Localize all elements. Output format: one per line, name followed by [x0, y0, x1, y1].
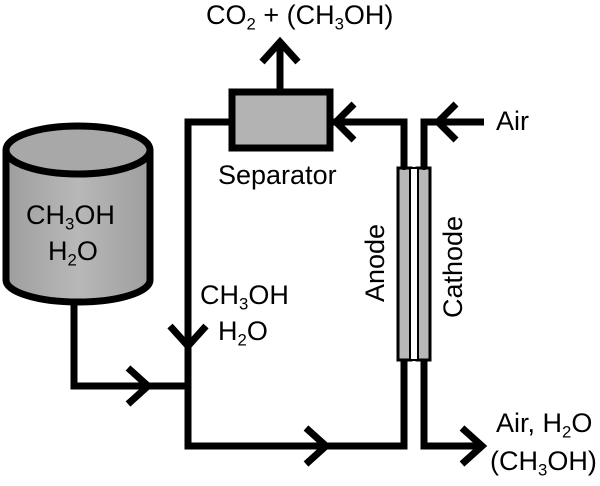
separator-inlet-arrow [331, 101, 357, 143]
anode-return-pipe [330, 118, 408, 168]
vent-arrow [259, 36, 301, 65]
separator-label: Separator [218, 160, 337, 190]
anode-label: Anode [360, 223, 390, 303]
fuel-cell-stack [396, 158, 432, 362]
feed-down-arrow [167, 323, 209, 352]
tank-contents-line2: H2O [48, 236, 98, 270]
methanol-tank [2, 122, 154, 306]
air-inlet-label: Air [496, 106, 529, 136]
air-inlet-arrow [433, 101, 459, 143]
cathode-exhaust-pipe [420, 360, 482, 450]
bottom-flow-arrow [303, 425, 332, 467]
exhaust-arrow [459, 425, 488, 467]
flow-arrows [125, 36, 488, 467]
exhaust-label-line2: (CH3OH) [490, 446, 597, 480]
tank-feed-arrow [125, 365, 154, 407]
air-inlet-pipe [420, 118, 484, 168]
separator-box [228, 88, 334, 152]
membrane [409, 167, 419, 361]
feed-label-line1: CH3OH [200, 280, 289, 314]
vent-output-label: CO2 + (CH3OH) [206, 0, 394, 34]
recirculation-loop-pipe [184, 118, 408, 450]
exhaust-label-line1: Air, H2O [496, 408, 593, 442]
cathode-label: Cathode [438, 215, 468, 319]
tank-contents-line1: CH3OH [26, 200, 115, 234]
feed-label-line2: H2O [218, 316, 268, 350]
